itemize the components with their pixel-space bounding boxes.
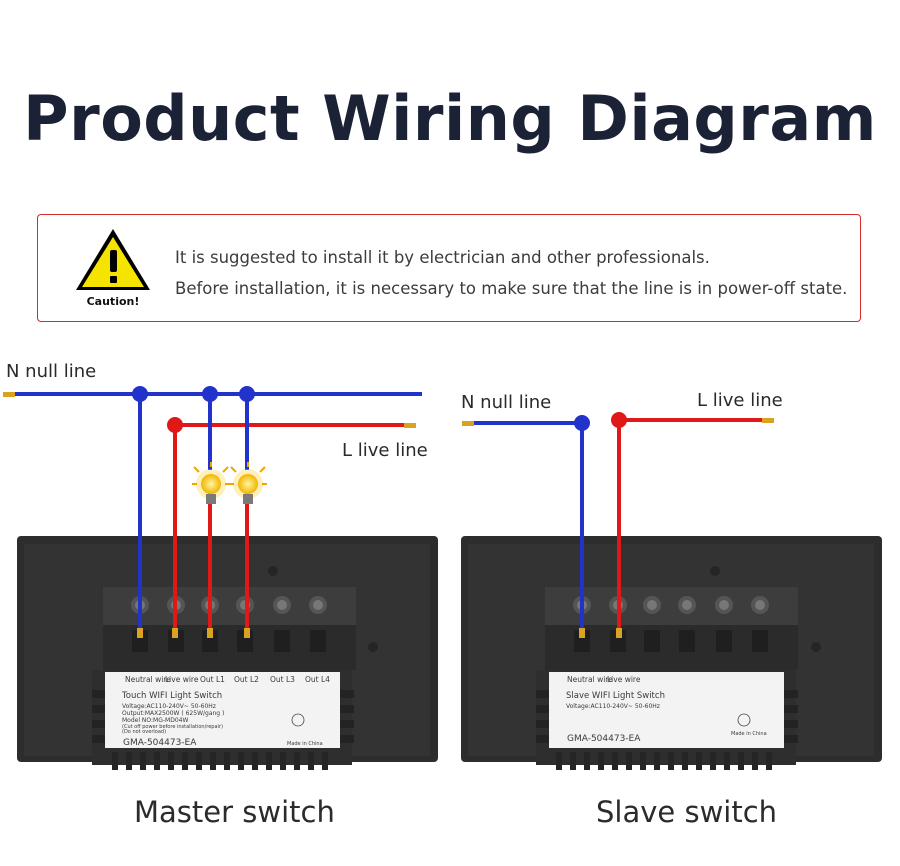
slave-plate-code: GMA-504473-EA [567, 734, 641, 744]
master-terminal-label-l1: Out L1 [200, 675, 225, 684]
slave-wires [462, 412, 774, 638]
master-terminal-label-l3: Out L3 [270, 675, 295, 684]
light-bulb-icon [229, 462, 267, 504]
light-bulb-icon [192, 462, 230, 504]
slave-plate-made-in: Made in China [731, 731, 767, 737]
master-plate-made-in: Made in China [287, 741, 323, 747]
motor-symbol-icon [291, 713, 305, 727]
master-plate-output: Output:MAX2500W ( 625W/gang ) [122, 710, 224, 717]
master-switch-body [17, 536, 438, 770]
caution-line-2: Before installation, it is necessary to … [175, 279, 848, 298]
master-terminal-label-l2: Out L2 [234, 675, 259, 684]
slave-switch-body [461, 536, 882, 770]
slave-l-line-label: L live line [697, 390, 783, 411]
master-terminal-label-live: Live wire [165, 675, 199, 684]
master-n-line-label: N null line [6, 361, 97, 382]
page-title: Product Wiring Diagram [23, 82, 877, 155]
slave-plate-title: Slave WIFI Light Switch [566, 691, 665, 701]
slave-terminal-label-live: Live wire [607, 675, 641, 684]
caution-label: Caution! [86, 295, 140, 308]
master-l-line-label: L live line [342, 440, 428, 461]
caution-line-1: It is suggested to install it by electri… [175, 248, 710, 267]
master-plate-note1: (Cut off power before installation/repai… [122, 724, 223, 730]
master-caption: Master switch [134, 795, 335, 829]
caution-box [37, 214, 861, 322]
master-terminal-label-neutral: Neutral wire [125, 675, 171, 684]
slave-terminal-screws [573, 596, 769, 652]
slave-plate-voltage: Voltage:AC110-240V~ 50-60Hz [566, 703, 660, 710]
master-plate-title: Touch WIFI Light Switch [121, 691, 222, 701]
master-plate-note2: (Do not overload) [122, 729, 166, 735]
master-wires [3, 386, 422, 638]
master-plate-model: Model NO:MG-MD04W [122, 717, 188, 724]
slave-terminal-label-neutral: Neutral wire [567, 675, 613, 684]
master-plate-voltage: Voltage:AC110-240V~ 50-60Hz [122, 703, 216, 710]
slave-n-line-label: N null line [461, 392, 552, 413]
slave-caption: Slave switch [596, 795, 778, 829]
master-plate-code: GMA-504473-EA [123, 738, 197, 748]
caution-text: It is suggested to install it by electri… [175, 242, 847, 304]
slave-motor-symbol-icon [737, 713, 751, 727]
master-terminal-label-l4: Out L4 [305, 675, 330, 684]
